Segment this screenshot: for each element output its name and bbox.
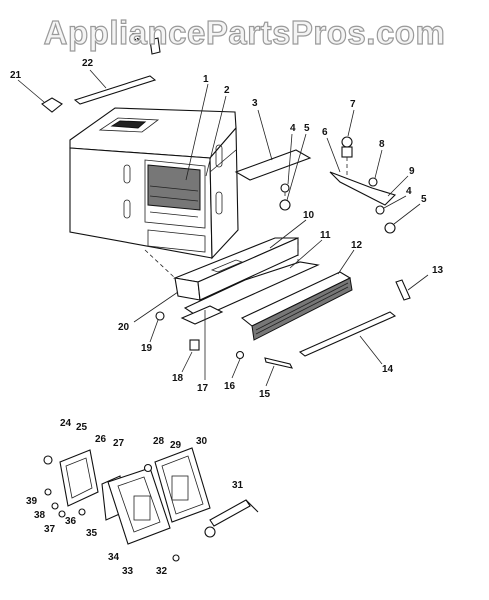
- callout-31: 31: [232, 480, 244, 491]
- callout-32: 32: [156, 566, 168, 577]
- callout-27: 27: [113, 438, 125, 449]
- callout-38: 38: [34, 510, 46, 521]
- leader-lines: [17, 69, 429, 387]
- callout-5: 5: [304, 123, 310, 134]
- front-assembly-parts: [144, 237, 353, 360]
- callout-15: 15: [259, 389, 271, 400]
- callout-25: 25: [76, 422, 88, 433]
- callout-4: 4: [290, 123, 296, 134]
- callout-39: 39: [26, 496, 38, 507]
- callout-33: 33: [122, 566, 134, 577]
- callout-26: 26: [95, 434, 107, 445]
- callout-28: 28: [153, 436, 165, 447]
- callout-34: 34: [108, 552, 120, 563]
- callout-19: 19: [141, 343, 153, 354]
- callout-29: 29: [170, 440, 182, 451]
- callout-5b: 5: [421, 194, 427, 205]
- callout-6: 6: [322, 127, 328, 138]
- callout-16: 16: [224, 381, 236, 392]
- callout-17: 17: [197, 383, 209, 394]
- callout-1: 1: [203, 74, 209, 85]
- hinge-bracket-parts: [234, 136, 397, 234]
- callout-2: 2: [224, 85, 230, 96]
- callout-12: 12: [351, 240, 363, 251]
- callout-10: 10: [303, 210, 315, 221]
- callout-8: 8: [379, 139, 385, 150]
- callout-22: 22: [82, 58, 94, 69]
- stove-body: [69, 107, 239, 260]
- callout-35: 35: [86, 528, 98, 539]
- callout-30: 30: [196, 436, 208, 447]
- callout-3: 3: [252, 98, 258, 109]
- callout-7: 7: [350, 99, 356, 110]
- callout-37: 37: [44, 524, 56, 535]
- callout-11: 11: [320, 230, 331, 241]
- callout-9: 9: [409, 166, 415, 177]
- callout-labels: 1 2 3 4 5 6 7 8 9 4 5 10 11 12 13 14 15 …: [10, 32, 444, 577]
- callout-23: 23: [131, 32, 143, 43]
- callout-13: 13: [432, 265, 444, 276]
- callout-21: 21: [10, 70, 22, 81]
- door-assembly-parts: [43, 447, 259, 562]
- callout-20: 20: [118, 322, 130, 333]
- callout-4b: 4: [406, 186, 412, 197]
- callout-36: 36: [65, 516, 77, 527]
- callout-14: 14: [382, 364, 394, 375]
- top-trim-parts: [41, 37, 161, 113]
- trim-strip-parts: [264, 279, 411, 369]
- callout-24: 24: [60, 418, 72, 429]
- callout-18: 18: [172, 373, 184, 384]
